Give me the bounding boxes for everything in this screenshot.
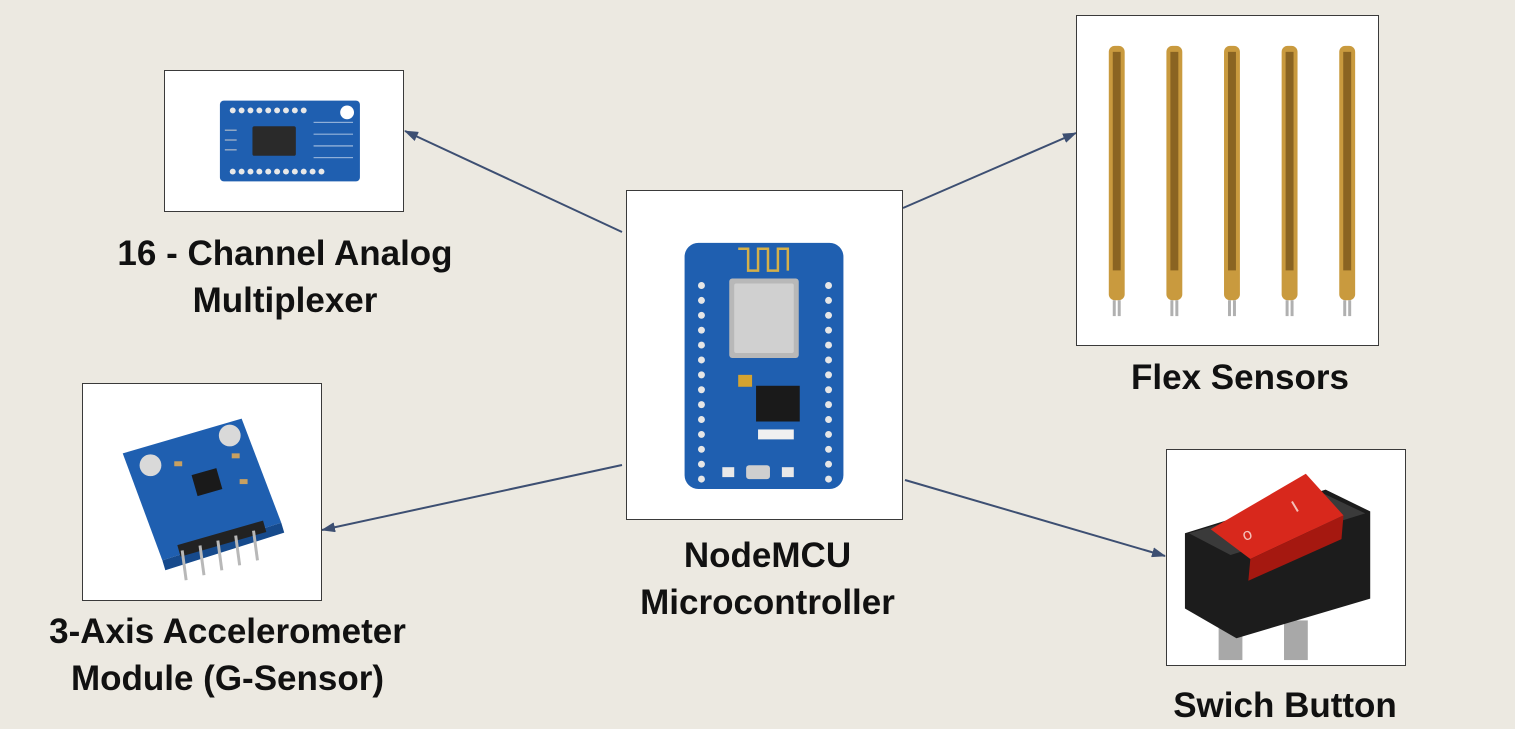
switch-label: Swich Button	[1135, 682, 1435, 729]
flex-sensors-image-box	[1076, 15, 1379, 346]
multiplexer-label-line1: 16 - Channel Analog	[117, 234, 453, 273]
nodemcu-label: NodeMCU Microcontroller	[590, 532, 945, 626]
arrow-to-flex-sensors	[902, 132, 1077, 209]
nodemcu-board-image	[684, 242, 844, 490]
multiplexer-label: 16 - Channel Analog Multiplexer	[80, 230, 490, 324]
arrow-to-switch	[904, 479, 1166, 558]
arrow-to-accelerometer	[321, 464, 623, 533]
arrow-to-multiplexer	[404, 130, 623, 233]
switch-label-line1: Swich Button	[1173, 686, 1397, 725]
nodemcu-label-line1: NodeMCU	[683, 536, 852, 575]
accelerometer-label-line1: 3-Axis Accelerometer	[49, 612, 406, 651]
accelerometer-image-box	[82, 383, 322, 601]
accelerometer-label-line2: Module (G-Sensor)	[70, 659, 385, 698]
accelerometer-label: 3-Axis Accelerometer Module (G-Sensor)	[10, 608, 445, 702]
flex-sensors-image	[1108, 45, 1356, 317]
multiplexer-image-box	[164, 70, 404, 212]
multiplexer-board-image	[219, 100, 360, 182]
flex-sensors-label: Flex Sensors	[1076, 354, 1404, 401]
switch-image-box: o	[1166, 449, 1406, 666]
accelerometer-module-image	[122, 418, 285, 581]
nodemcu-label-line2: Microcontroller	[640, 583, 895, 622]
rocker-switch-image: o	[1184, 473, 1371, 661]
multiplexer-label-line2: Multiplexer	[192, 281, 378, 320]
nodemcu-image-box	[626, 190, 903, 520]
flex-sensors-label-line1: Flex Sensors	[1131, 358, 1349, 397]
